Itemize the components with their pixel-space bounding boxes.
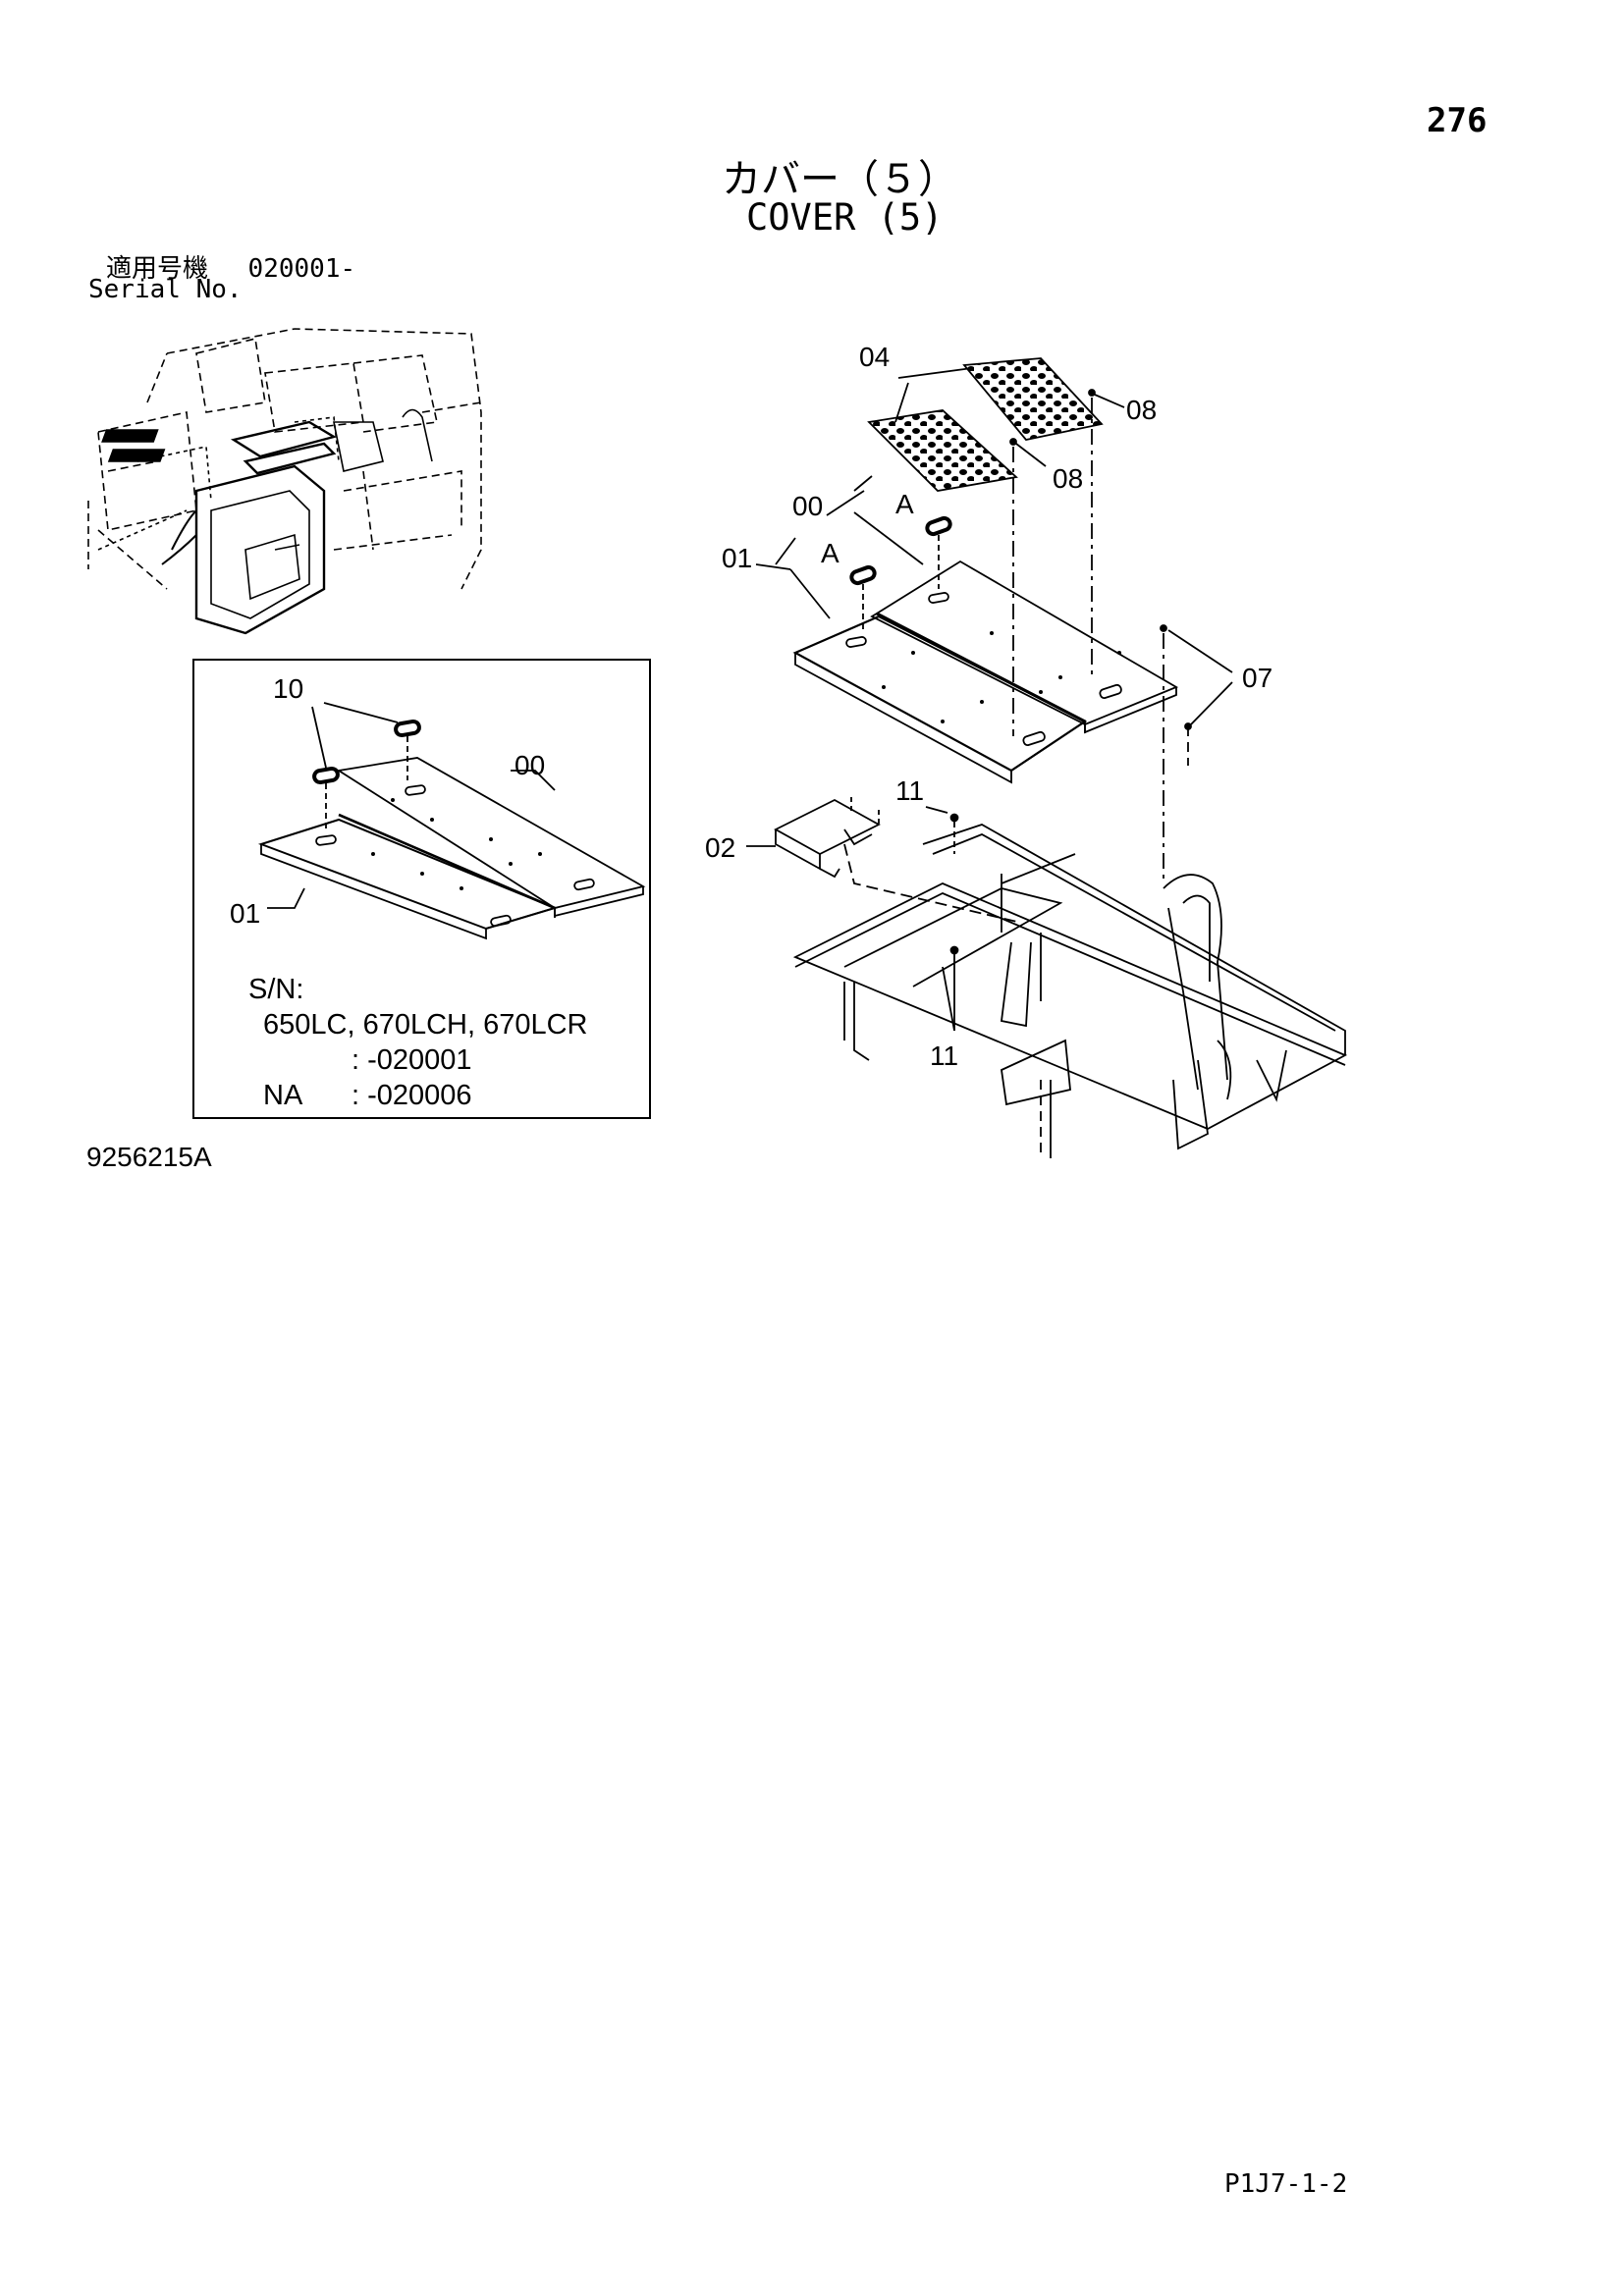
callout-08-upper: 08 bbox=[1126, 395, 1157, 425]
sn-range-2: : -020006 bbox=[352, 1080, 472, 1111]
sn-label: S/N: bbox=[248, 974, 303, 1005]
callout-11-lower: 11 bbox=[930, 1041, 958, 1071]
footer-code: P1J7-1-2 bbox=[1224, 2169, 1348, 2199]
callout-01: 01 bbox=[230, 898, 260, 929]
sn-region: NA bbox=[263, 1080, 303, 1111]
figure-id: 9256215A bbox=[86, 1142, 212, 1172]
callout-00: 00 bbox=[514, 750, 545, 780]
callout-02: 02 bbox=[705, 832, 735, 863]
main-exploded-diagram bbox=[746, 357, 1348, 1158]
page-title-jp: カバー（５） bbox=[722, 157, 957, 202]
callout-A-lower: A bbox=[821, 538, 839, 568]
serial-label-jp-text: 適用号機 bbox=[106, 254, 209, 284]
inset-cover-plates bbox=[257, 719, 646, 940]
inset-frame bbox=[192, 659, 651, 1119]
callout-00-main: 00 bbox=[792, 491, 823, 521]
callout-08-lower: 08 bbox=[1053, 463, 1083, 494]
callout-A-upper: A bbox=[895, 489, 914, 519]
page-title-en: COVER (5) bbox=[746, 196, 944, 239]
inset-leaders bbox=[267, 702, 556, 909]
serial-label-jp: 適用号機 020001- bbox=[106, 248, 355, 285]
callout-07: 07 bbox=[1242, 663, 1272, 693]
callout-11-upper: 11 bbox=[895, 775, 924, 806]
callout-04: 04 bbox=[859, 342, 890, 372]
machine-overview-sketch bbox=[87, 328, 482, 635]
serial-number: 020001- bbox=[247, 254, 356, 284]
serial-label-en: Serial No. bbox=[88, 275, 243, 304]
callout-01-main: 01 bbox=[722, 543, 752, 573]
callout-10: 10 bbox=[273, 673, 303, 704]
page-number: 276 bbox=[1427, 101, 1488, 140]
sn-range-1: : -020001 bbox=[352, 1044, 472, 1076]
sn-models: 650LC, 670LCH, 670LCR bbox=[263, 1009, 587, 1041]
